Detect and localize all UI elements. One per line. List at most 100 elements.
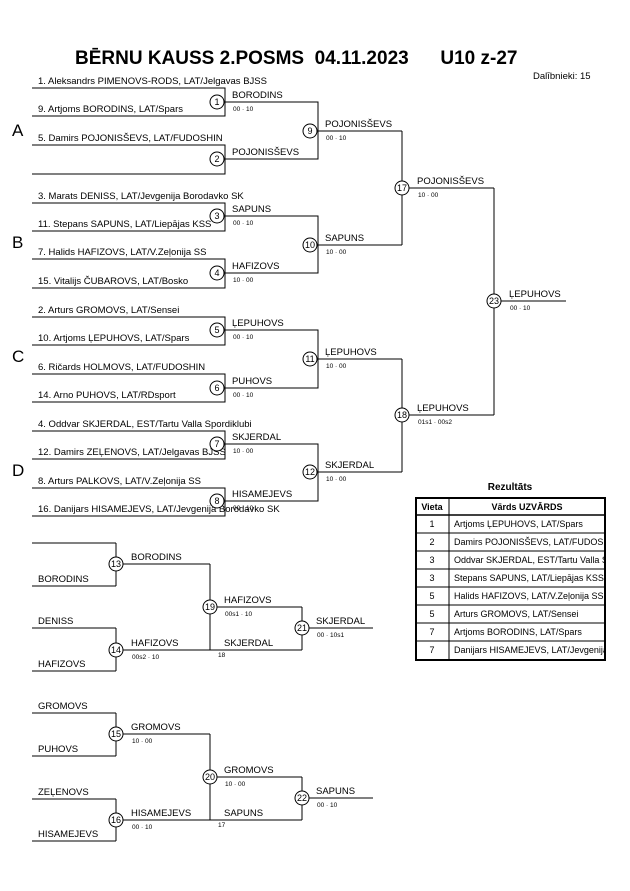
results-row-1-name: Artjoms ĻEPUHOVS, LAT/Spars <box>454 519 583 529</box>
match-1-winner: BORODINS <box>232 90 283 101</box>
match-14-winner: HAFIZOVS <box>131 638 179 649</box>
match-17-score: 10 · 00 <box>418 192 439 199</box>
match-23-number: 23 <box>489 296 499 306</box>
main-final: 23 ĻEPUHOVS 00 · 10 <box>486 188 566 415</box>
match-1-number: 1 <box>214 97 219 107</box>
match-8-winner: HISAMEJEVS <box>232 489 292 500</box>
entry-14: 12. Damirs ZEĻENOVS, LAT/Jelgavas BJSS <box>38 447 226 458</box>
entry-8: 15. Vitalijs ČUBAROVS, LAT/Bosko <box>38 276 188 287</box>
match-3-number: 3 <box>214 211 219 221</box>
match-11-winner: ĻEPUHOVS <box>325 347 377 358</box>
match-14-score: 00s2 · 10 <box>132 654 159 661</box>
match-6-winner: PUHOVS <box>232 376 272 387</box>
match-16-score: 00 · 10 <box>132 824 153 831</box>
match-18-winner: ĻEPUHOVS <box>417 403 469 414</box>
match-22-winner: SAPUNS <box>316 786 355 797</box>
match-4-winner: HAFIZOVS <box>232 261 280 272</box>
match-20-number: 20 <box>205 772 215 782</box>
match-14-number: 14 <box>111 645 121 655</box>
match-13-number: 13 <box>111 559 121 569</box>
match-11-score: 10 · 00 <box>326 363 347 370</box>
match-10-score: 10 · 00 <box>326 249 347 256</box>
match-12-number: 12 <box>305 467 315 477</box>
entry-2: 9. Artjoms BORODINS, LAT/Spars <box>38 104 183 115</box>
entry-10: 10. Artjoms ĻEPUHOVS, LAT/Spars <box>38 333 190 344</box>
rep2-entry-1: GROMOVS <box>38 701 88 712</box>
match-22-score: 00 · 10 <box>317 802 338 809</box>
entry-16: 16. Danijars HISAMEJEVS, LAT/Jevgenija B… <box>38 504 280 515</box>
results-row-1-place: 1 <box>429 519 434 529</box>
match-23-winner: ĻEPUHOVS <box>509 289 561 300</box>
match-11-number: 11 <box>305 354 314 364</box>
match-18-score: 01s1 · 00s2 <box>418 419 452 426</box>
results-row-3-place: 3 <box>429 555 434 565</box>
pool-a-label: A <box>12 121 24 140</box>
rep2-entry-4: HISAMEJEVS <box>38 829 98 840</box>
entry-9: 2. Arturs GROMOVS, LAT/Sensei <box>38 305 179 316</box>
match-6-score: 00 · 10 <box>233 392 254 399</box>
match-15-score: 10 · 00 <box>132 738 153 745</box>
rep1-entry-2: BORODINS <box>38 574 89 585</box>
match-6-number: 6 <box>214 383 219 393</box>
match-16-number: 16 <box>111 815 121 825</box>
rep2-entry-3: ZEĻENOVS <box>38 787 89 798</box>
repechage-1: BORODINS DENISS HAFIZOVS 13 14 BORODINS … <box>32 542 373 672</box>
entry-5: 3. Marats DENISS, LAT/Jevgenija Borodavk… <box>38 191 244 202</box>
match-22-number: 22 <box>297 793 307 803</box>
results-row-6-name: Arturs GROMOVS, LAT/Sensei <box>454 609 578 619</box>
match-3-winner: SAPUNS <box>232 204 271 215</box>
participants-count: Dalībnieki: 15 <box>533 71 591 82</box>
match-19-winner: HAFIZOVS <box>224 595 272 606</box>
rep1-semi-loser-note: 18 <box>218 652 226 659</box>
results-row-6-place: 5 <box>429 609 434 619</box>
results-row-5-name: Halids HAFIZOVS, LAT/V.Zeļonija SS <box>454 591 604 601</box>
results-row-4-place: 3 <box>429 573 434 583</box>
match-10-number: 10 <box>305 240 315 250</box>
match-8-score: 00 · 10 <box>233 505 254 512</box>
rep1-entry-3: DENISS <box>38 616 73 627</box>
match-20-score: 10 · 00 <box>225 781 246 788</box>
results-row-2-name: Damirs POJONISŠEVS, LAT/FUDOSHIN <box>454 537 619 547</box>
match-9-winner: POJONISŠEVS <box>325 119 392 130</box>
match-13-winner: BORODINS <box>131 552 182 563</box>
match-5-winner: ĻEPUHOVS <box>232 318 284 329</box>
match-7-winner: SKJERDAL <box>232 432 281 443</box>
match-12-score: 10 · 00 <box>326 476 347 483</box>
results-row-5-place: 5 <box>429 591 434 601</box>
match-8-number: 8 <box>214 496 219 506</box>
match-21-winner: SKJERDAL <box>316 616 365 627</box>
match-3-score: 00 · 10 <box>233 220 254 227</box>
main-semi-finals: 17 18 POJONISŠEVS 10 · 00 ĻEPUHOVS 01s1 … <box>394 131 494 472</box>
match-1-score: 00 · 10 <box>233 106 254 113</box>
results-row-7-place: 7 <box>429 627 434 637</box>
match-17-winner: POJONISŠEVS <box>417 176 484 187</box>
match-12-winner: SKJERDAL <box>325 460 374 471</box>
match-7-number: 7 <box>214 439 219 449</box>
match-15-winner: GROMOVS <box>131 722 181 733</box>
match-2-number: 2 <box>214 154 219 164</box>
results-row-8-name: Danijars HISAMEJEVS, LAT/Jevgenija Borod… <box>454 645 630 655</box>
pool-d-label: D <box>12 461 24 480</box>
match-21-score: 00 · 10s1 <box>317 632 344 639</box>
results-row-2-place: 2 <box>429 537 434 547</box>
match-9-score: 00 · 10 <box>326 135 347 142</box>
match-2-winner: POJONISŠEVS <box>232 147 299 158</box>
results-row-4-name: Stepans SAPUNS, LAT/Liepājas KSS <box>454 573 604 583</box>
match-23-score: 00 · 10 <box>510 305 531 312</box>
main-round-1: 1 2 3 4 5 6 7 8 BORODINS 00 · 10 POJONIS… <box>209 87 310 517</box>
results-table: Rezultāts Vieta Vārds UZVĀRDS Artjoms ĻE… <box>415 482 630 661</box>
match-4-score: 10 · 00 <box>233 277 254 284</box>
match-10-winner: SAPUNS <box>325 233 364 244</box>
rep1-entry-4: HAFIZOVS <box>38 659 86 670</box>
rep2-semi-loser-note: 17 <box>218 822 226 829</box>
results-row-8-place: 7 <box>429 645 434 655</box>
main-entries: 1. Aleksandrs PIMENOVS-RODS, LAT/Jelgava… <box>32 76 280 517</box>
match-5-number: 5 <box>214 325 219 335</box>
match-17-number: 17 <box>397 183 407 193</box>
main-round-2: 9 10 11 12 POJONISŠEVS 00 · 10 SAPUNS 10… <box>302 101 402 502</box>
results-title: Rezultāts <box>488 482 533 493</box>
match-9-number: 9 <box>307 126 312 136</box>
pool-b-label: B <box>12 233 23 252</box>
match-4-number: 4 <box>214 268 219 278</box>
